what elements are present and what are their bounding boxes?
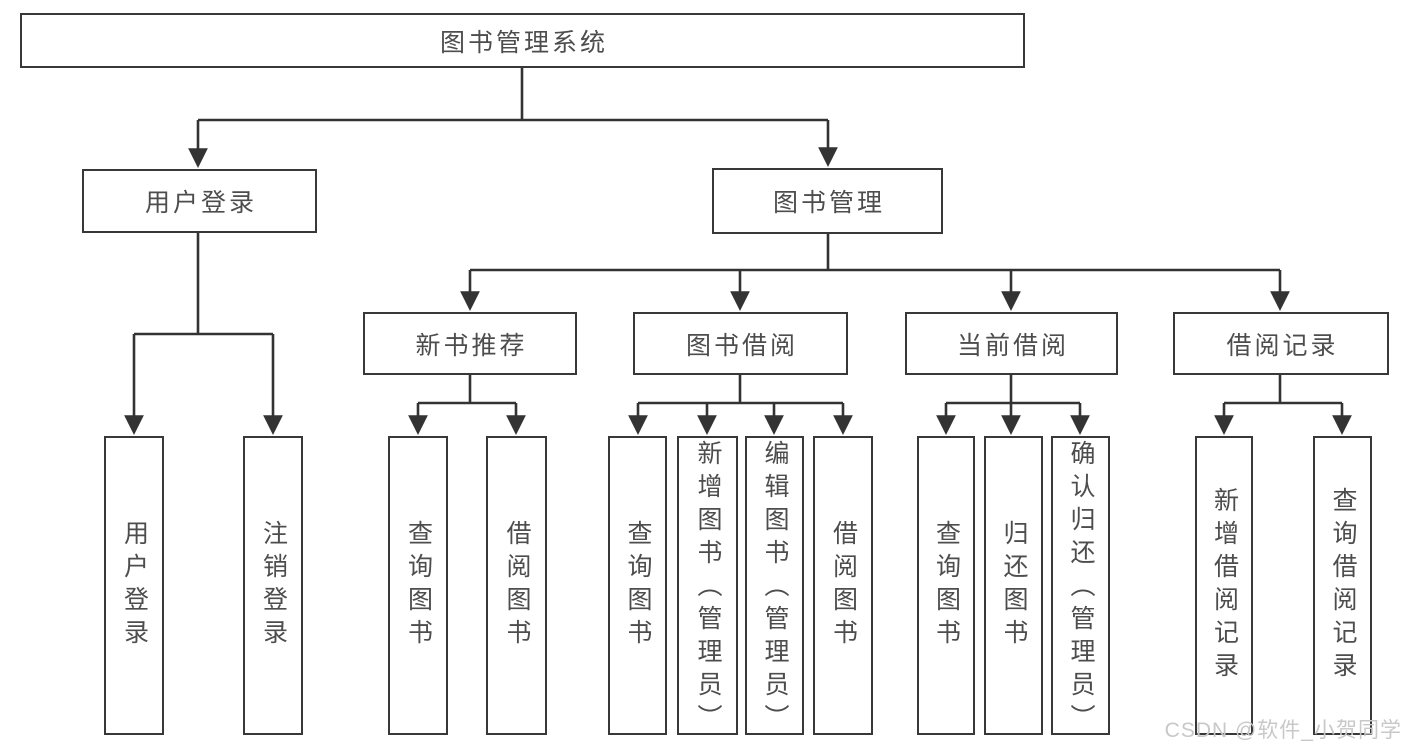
leaf-recommend-borrow-books-label: 借阅图书 bbox=[503, 519, 531, 652]
node-book-borrowing: 图书借阅 bbox=[633, 312, 848, 375]
leaf-borrowing-query-books-label: 查询图书 bbox=[624, 519, 652, 652]
leaf-confirm-return-admin: 确认归还（管理员） bbox=[1051, 436, 1110, 737]
leaf-return-books-label: 归还图书 bbox=[1000, 519, 1028, 652]
node-book-borrowing-label: 图书借阅 bbox=[685, 331, 798, 360]
leaf-add-borrow-record-label: 新增借阅记录 bbox=[1210, 486, 1239, 685]
leaf-recommend-query-books: 查询图书 bbox=[388, 436, 448, 735]
leaf-add-borrow-record: 新增借阅记录 bbox=[1195, 436, 1253, 735]
node-current-borrowing-label: 当前借阅 bbox=[956, 331, 1069, 360]
leaf-borrowing-query-books: 查询图书 bbox=[608, 436, 667, 735]
leaf-confirm-return-admin-label: 确认归还（管理员） bbox=[1067, 439, 1095, 737]
leaf-query-borrow-record: 查询借阅记录 bbox=[1313, 436, 1372, 735]
leaf-recommend-borrow-books: 借阅图书 bbox=[486, 436, 547, 735]
node-current-borrowing: 当前借阅 bbox=[905, 312, 1118, 375]
leaf-edit-books-admin: 编辑图书（管理员） bbox=[745, 436, 804, 737]
leaf-return-books: 归还图书 bbox=[984, 436, 1043, 735]
leaf-user-login-label: 用户登录 bbox=[120, 519, 149, 652]
node-root: 图书管理系统 bbox=[20, 13, 1025, 68]
leaf-user-login: 用户登录 bbox=[104, 436, 164, 735]
leaf-query-borrow-record-label: 查询借阅记录 bbox=[1329, 486, 1357, 685]
node-book-management: 图书管理 bbox=[712, 168, 943, 234]
leaf-logout: 注销登录 bbox=[243, 436, 303, 735]
node-borrowing-records-label: 借阅记录 bbox=[1226, 331, 1339, 360]
node-new-book-recommendation: 新书推荐 bbox=[363, 312, 577, 375]
node-root-label: 图书管理系统 bbox=[439, 28, 608, 57]
node-user-login: 用户登录 bbox=[82, 169, 317, 233]
node-borrowing-records: 借阅记录 bbox=[1173, 312, 1389, 375]
leaf-borrowing-borrow-books: 借阅图书 bbox=[813, 436, 873, 735]
leaf-add-books-admin: 新增图书（管理员） bbox=[677, 436, 738, 737]
leaf-recommend-query-books-label: 查询图书 bbox=[404, 519, 433, 652]
leaf-current-query-books: 查询图书 bbox=[917, 436, 975, 735]
leaf-current-query-books-label: 查询图书 bbox=[932, 519, 961, 652]
node-book-management-label: 图书管理 bbox=[772, 189, 885, 217]
leaf-add-books-admin-label: 新增图书（管理员） bbox=[694, 439, 722, 737]
csdn-watermark: CSDN @软件_小贺同学 bbox=[1164, 719, 1402, 742]
node-user-login-label: 用户登录 bbox=[144, 189, 257, 217]
leaf-borrowing-borrow-books-label: 借阅图书 bbox=[829, 519, 858, 652]
leaf-logout-label: 注销登录 bbox=[259, 519, 288, 652]
leaf-edit-books-admin-label: 编辑图书（管理员） bbox=[761, 439, 789, 737]
node-new-book-recommendation-label: 新书推荐 bbox=[415, 331, 528, 360]
